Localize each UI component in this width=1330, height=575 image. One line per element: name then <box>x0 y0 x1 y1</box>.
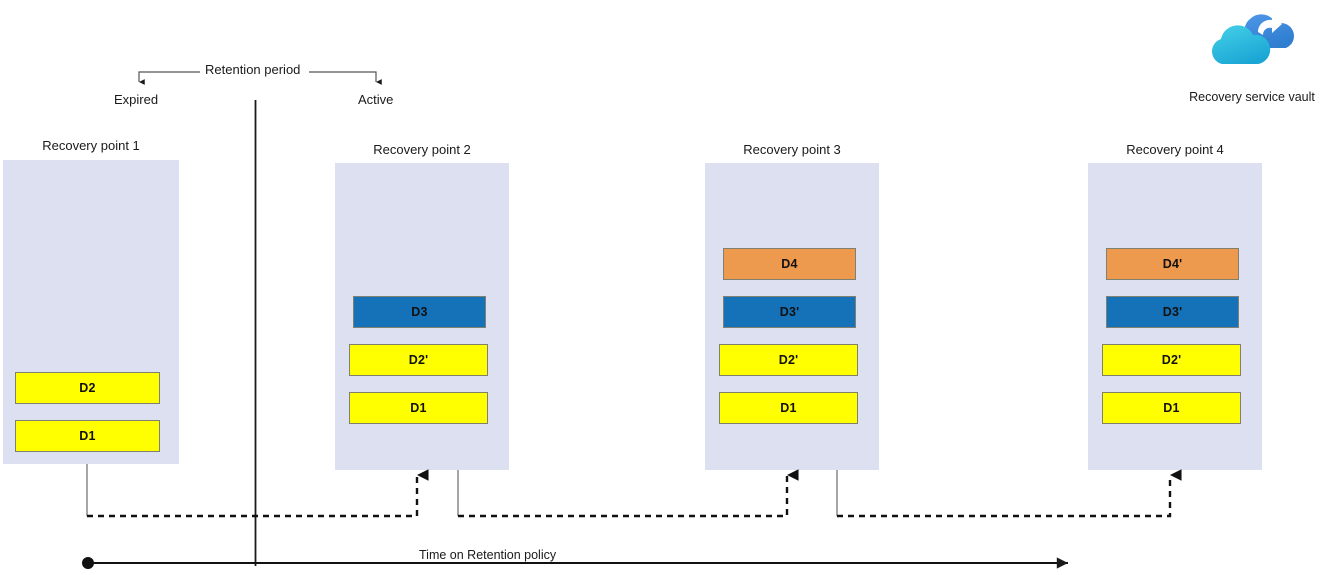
recovery-point-1-title: Recovery point 1 <box>42 138 140 153</box>
recovery-point-3-panel: D4 D3' D2' D1 <box>705 163 879 470</box>
data-block: D1 <box>719 392 858 424</box>
recovery-point-3-title: Recovery point 3 <box>743 142 841 157</box>
recovery-point-1-panel: D2 D1 <box>3 160 179 464</box>
active-label: Active <box>358 92 394 107</box>
data-block: D2' <box>719 344 858 376</box>
data-block: D3 <box>353 296 486 328</box>
data-block: D3' <box>1106 296 1239 328</box>
data-block: D2 <box>15 372 160 404</box>
retention-bracket-expired <box>138 71 200 85</box>
recovery-point-4-panel: D4' D3' D2' D1 <box>1088 163 1262 470</box>
expired-label: Expired <box>114 92 159 107</box>
retention-bracket-active <box>309 71 382 85</box>
data-block: D3' <box>723 296 856 328</box>
retention-period-label: Retention period <box>205 62 301 77</box>
recovery-service-vault-label: Recovery service vault <box>1189 90 1315 104</box>
timeline-start-dot <box>82 557 94 569</box>
recovery-service-vault-icon-wrap <box>1196 2 1324 74</box>
connector-rp1-to-rp2 <box>87 469 429 518</box>
cloud-backup-icon <box>1212 14 1294 65</box>
timeline-label: Time on Retention policy <box>419 548 557 562</box>
data-block: D4 <box>723 248 856 280</box>
data-block: D1 <box>349 392 488 424</box>
recovery-point-4-title: Recovery point 4 <box>1126 142 1224 157</box>
data-block: D4' <box>1106 248 1239 280</box>
connector-rp2-to-rp3 <box>458 469 799 518</box>
data-block: D2' <box>349 344 488 376</box>
recovery-point-2-title: Recovery point 2 <box>373 142 471 157</box>
data-block: D1 <box>15 420 160 452</box>
data-block: D2' <box>1102 344 1241 376</box>
data-block: D1 <box>1102 392 1241 424</box>
recovery-point-2-panel: D3 D2' D1 <box>335 163 509 470</box>
connector-rp3-to-rp4 <box>837 469 1182 518</box>
